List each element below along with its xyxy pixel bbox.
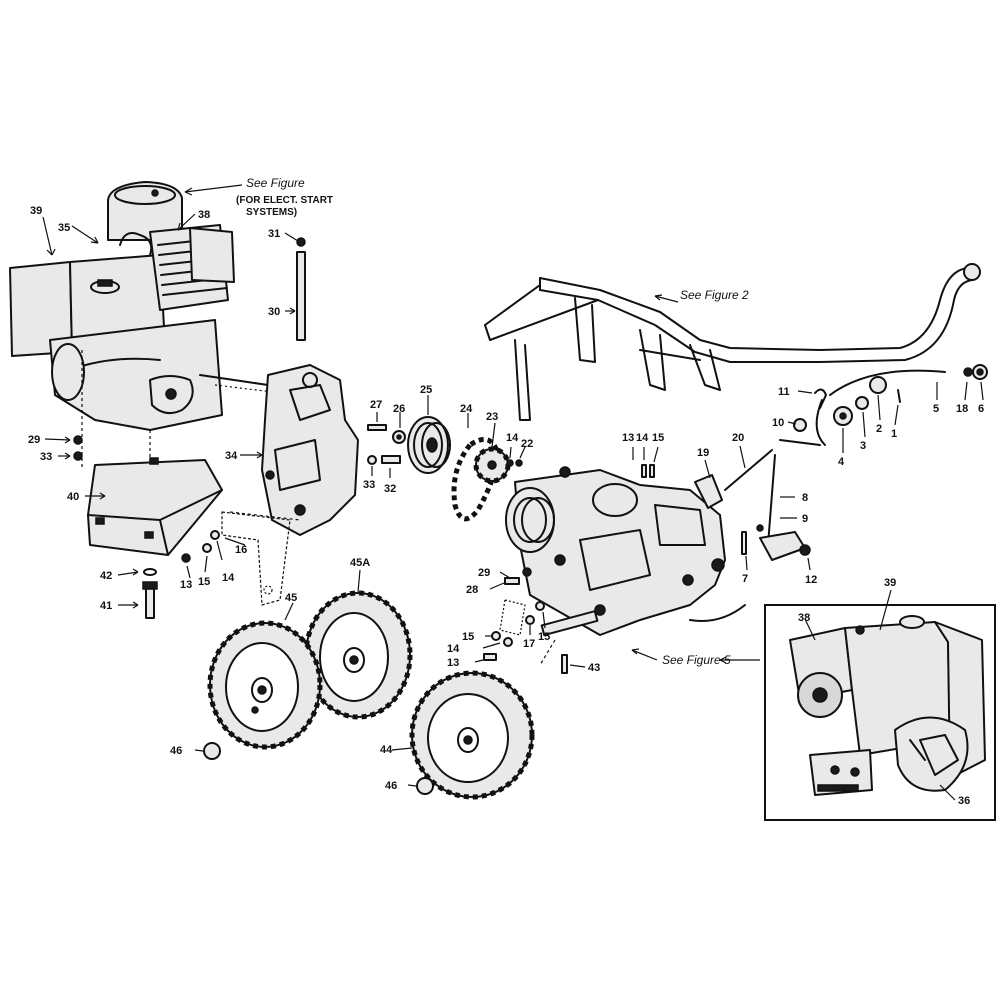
callout-13c: 13 (180, 579, 192, 591)
callout-14c: 14 (447, 643, 460, 655)
note-elect-start-1: (FOR ELECT. START (236, 195, 333, 206)
engine-illustration (9, 181, 341, 540)
clip-11 (793, 388, 827, 432)
callout-36: 36 (958, 795, 970, 807)
inset-engine-illustration (764, 604, 996, 821)
callout-44: 44 (380, 744, 393, 756)
pulley-25 (407, 416, 451, 474)
bolt-41 (142, 568, 158, 619)
callout-11: 11 (778, 386, 790, 398)
callout-25: 25 (420, 384, 432, 396)
callout-15d: 15 (198, 576, 210, 588)
callout-15: 15 (652, 432, 664, 444)
hub-cap-46a (203, 742, 221, 760)
control-rods (724, 439, 821, 561)
callout-4: 4 (838, 456, 845, 468)
wheel-45 (207, 620, 323, 750)
callout-45a: 45A (350, 557, 370, 569)
throttle-cable (815, 364, 988, 446)
callout-45: 45 (285, 592, 297, 604)
callout-13: 13 (622, 432, 634, 444)
callout-16: 16 (235, 544, 247, 556)
callout-40: 40 (67, 491, 79, 503)
callout-20: 20 (732, 432, 744, 444)
callout-33: 33 (40, 451, 52, 463)
callout-23: 23 (486, 411, 498, 423)
small-hardware (73, 424, 406, 465)
callout-26: 26 (393, 403, 405, 415)
callout-5: 5 (933, 403, 939, 415)
engine-base-plate (87, 457, 223, 556)
callout-14d: 14 (222, 572, 235, 584)
transmission-illustration (505, 466, 746, 666)
callout-34: 34 (225, 450, 238, 462)
callout-46b: 46 (385, 780, 397, 792)
callout-15c: 15 (538, 631, 550, 643)
pin-30 (296, 237, 306, 341)
callout-22: 22 (521, 438, 533, 450)
callout-14b: 14 (636, 432, 649, 444)
callout-46a: 46 (170, 745, 182, 757)
transmission-hardware (181, 464, 655, 674)
callout-labels: 39 35 38 31 30 29 33 40 42 41 34 27 26 3… (28, 205, 984, 807)
callout-39b: 39 (884, 577, 896, 589)
mount-bracket-dashed (221, 511, 291, 606)
hub-cap-46b (416, 777, 434, 795)
gear-23 (473, 446, 523, 484)
callout-13b: 13 (447, 657, 459, 669)
wheel-45a (303, 590, 413, 720)
callout-28: 28 (466, 584, 478, 596)
callout-32: 32 (384, 483, 396, 495)
callout-24: 24 (460, 403, 473, 415)
callout-38b: 38 (798, 612, 810, 624)
callout-39: 39 (30, 205, 42, 217)
wheel-44 (409, 670, 535, 800)
gear-housing-34 (229, 364, 359, 536)
callout-7: 7 (742, 573, 748, 585)
callout-38: 38 (198, 209, 210, 221)
callout-41: 41 (100, 600, 112, 612)
belt-24 (451, 436, 501, 522)
callout-19: 19 (697, 447, 709, 459)
callout-17: 17 (523, 638, 535, 650)
callout-6: 6 (978, 403, 984, 415)
callout-3: 3 (860, 440, 866, 452)
callout-10: 10 (772, 417, 784, 429)
callout-43: 43 (588, 662, 600, 674)
callout-29: 29 (28, 434, 40, 446)
callout-31: 31 (268, 228, 280, 240)
callout-29b: 29 (478, 567, 490, 579)
callout-8: 8 (802, 492, 808, 504)
callout-27: 27 (370, 399, 382, 411)
callout-35: 35 (58, 222, 70, 234)
callout-33b: 33 (363, 479, 375, 491)
note-see-figure: See Figure (246, 176, 305, 190)
callout-42: 42 (100, 570, 112, 582)
callout-12: 12 (805, 574, 817, 586)
callout-14: 14 (506, 432, 519, 444)
callout-30: 30 (268, 306, 280, 318)
leader-lines (42, 184, 984, 801)
callout-2: 2 (876, 423, 882, 435)
note-see-figure-5: See Figure 5 (662, 653, 731, 667)
callout-18: 18 (956, 403, 968, 415)
note-elect-start-2: SYSTEMS) (246, 207, 297, 218)
callout-15b: 15 (462, 631, 474, 643)
handlebar-illustration (484, 263, 981, 421)
callout-1: 1 (891, 428, 897, 440)
callout-9: 9 (802, 513, 808, 525)
note-see-figure-2: See Figure 2 (680, 288, 749, 302)
